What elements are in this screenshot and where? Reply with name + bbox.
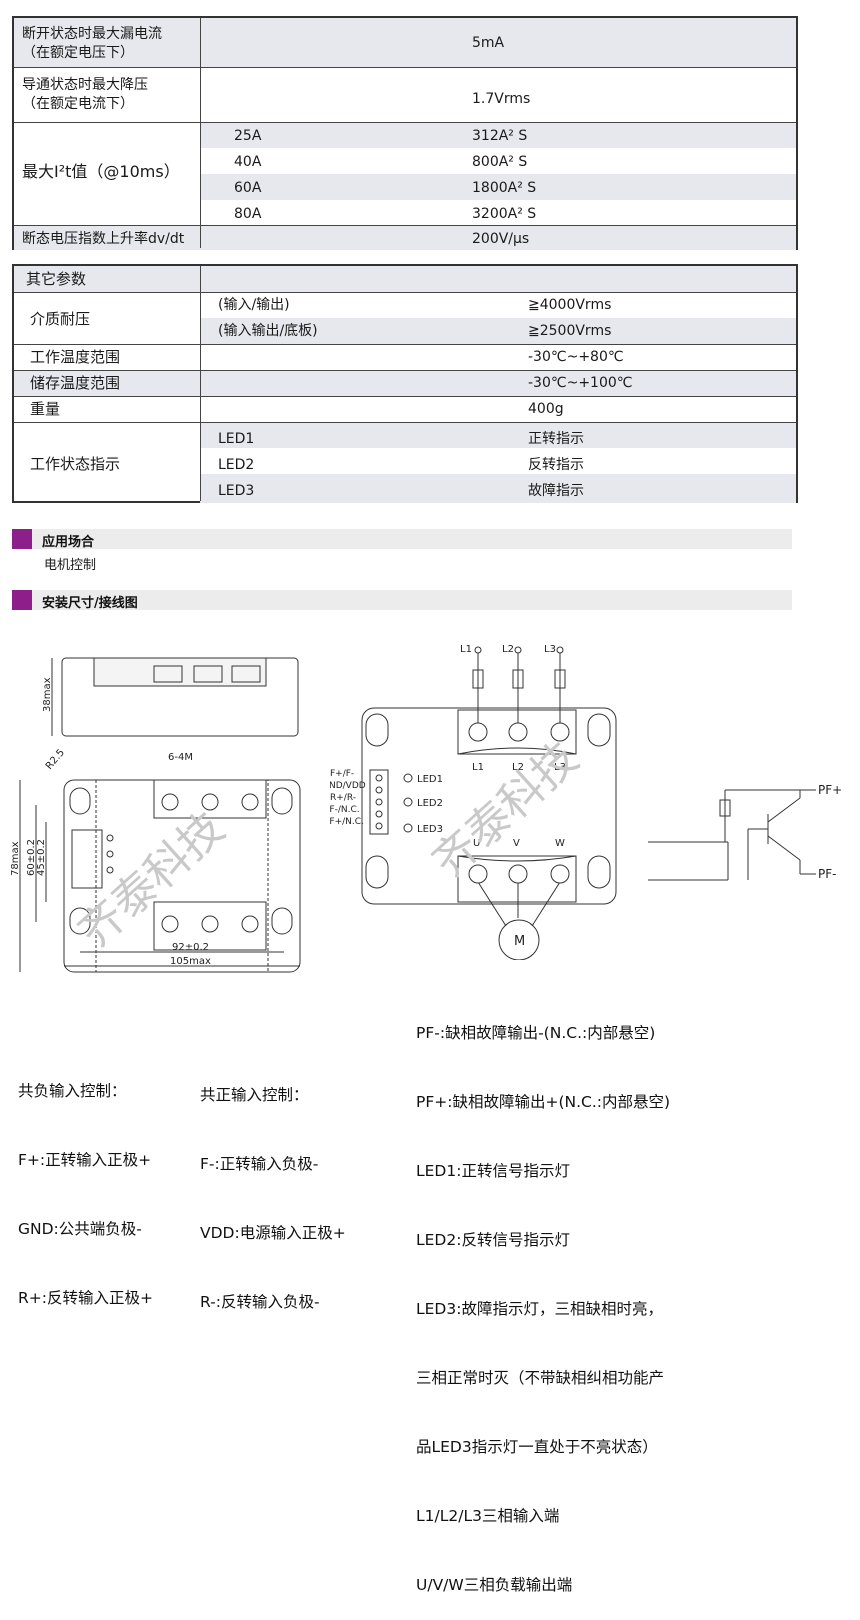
note-line: GND:公共端负极- <box>18 1220 142 1238</box>
term-label-2: GND/VDD <box>330 781 366 791</box>
i2t-value-60: 1800A² S <box>472 180 537 196</box>
term-label-4: PF-/N.C. <box>330 805 360 815</box>
i2t-value-25: 312A² S <box>472 128 528 144</box>
screw-icons <box>106 793 259 933</box>
dim-hole: 6-4M <box>168 752 193 763</box>
line-l2: L2 <box>502 644 514 655</box>
status-led-2: LED2 <box>218 457 255 473</box>
i2t-value-80: 3200A² S <box>472 206 537 222</box>
notes-common-positive: 共正输入控制： F-:正转输入负极- VDD:电源输入正极+ R-:反转输入负极… <box>200 1038 346 1337</box>
status-led-1: LED1 <box>218 431 255 447</box>
status-label: 工作状态指示 <box>30 455 121 473</box>
term-l3: L3 <box>554 762 566 773</box>
note-line: F-:正转输入负极- <box>200 1155 319 1173</box>
note-line: LED3:故障指示灯，三相缺相时亮， <box>416 1300 663 1318</box>
status-desc-3: 故障指示 <box>528 483 584 499</box>
weight-label: 重量 <box>30 400 61 418</box>
store-temp-value: -30℃~+100℃ <box>528 375 633 391</box>
term-label-3: R+/R- <box>330 793 356 803</box>
dvdt-label: 断态电压指数上升率dv/dt <box>22 231 185 247</box>
voltage-drop-label: 导通状态时最大降压 （在额定电流下） <box>22 77 148 112</box>
out-w: W <box>555 838 565 849</box>
term-label-1: F+/F- <box>330 769 354 779</box>
dim-height: 38max <box>42 677 53 712</box>
dim-h1: 78max <box>10 841 21 876</box>
leak-current-value: 5mA <box>472 35 505 51</box>
i2t-current-60: 60A <box>234 180 262 196</box>
out-v: V <box>513 838 520 849</box>
note-line: 三相正常时灭（不带缺相纠相功能产 <box>416 1369 665 1387</box>
section-marker <box>12 590 32 610</box>
other-params-header: 其它参数 <box>26 270 87 288</box>
spec-table-1: 断开状态时最大漏电流 （在额定电压下） 5mA 导通状态时最大降压 （在额定电流… <box>12 16 798 250</box>
wiring-diagram: L1 L2 L3 L1 L2 L3 U V W LED1 LED2 LED3 F… <box>330 644 842 960</box>
pf-plus-label: PF+ <box>818 783 842 797</box>
line-l3: L3 <box>544 644 556 655</box>
i2t-label: 最大I²t值（@10ms） <box>22 162 180 181</box>
i2t-current-40: 40A <box>234 154 262 170</box>
led1-label: LED1 <box>417 774 443 785</box>
status-led-3: LED3 <box>218 483 255 499</box>
notes-common-positive-title: 共正输入控制： <box>200 1086 309 1104</box>
i2t-value-40: 800A² S <box>472 154 528 170</box>
dielectric-value-2: ≧2500Vrms <box>528 323 612 339</box>
weight-value: 400g <box>528 401 564 417</box>
dielectric-value-1: ≧4000Vrms <box>528 297 612 313</box>
note-line: L1/L2/L3三相输入端 <box>416 1507 560 1525</box>
status-desc-1: 正转指示 <box>528 431 584 447</box>
note-line: PF+:缺相故障输出+(N.C.:内部悬空) <box>416 1093 671 1111</box>
notes-terminals: PF-:缺相故障输出-(N.C.:内部悬空) PF+:缺相故障输出+(N.C.:… <box>416 976 670 1620</box>
application-text: 电机控制 <box>44 558 97 573</box>
op-temp-label: 工作温度范围 <box>30 348 121 366</box>
dvdt-value: 200V/μs <box>472 231 530 247</box>
pf-minus-label: PF- <box>818 867 836 881</box>
op-temp-value: -30℃~+80℃ <box>528 349 624 365</box>
term-l1: L1 <box>472 762 484 773</box>
watermark: 齐泰科技 <box>423 733 588 889</box>
term-label-5: PF+/N.C. <box>330 817 364 827</box>
circuit-terminals <box>375 646 570 884</box>
led2-label: LED2 <box>417 798 443 809</box>
i2t-current-80: 80A <box>234 206 262 222</box>
status-desc-2: 反转指示 <box>528 457 584 473</box>
note-line: 品LED3指示灯一直处于不亮状态） <box>416 1438 658 1456</box>
line-l1: L1 <box>460 644 472 655</box>
note-line: LED2:反转信号指示灯 <box>416 1231 570 1249</box>
section-install: 安装尺寸/接线图 <box>12 590 792 611</box>
dim-h3: 45±0.2 <box>36 839 47 876</box>
out-u: U <box>473 838 480 849</box>
dim-w1: 92±0.2 <box>172 942 209 953</box>
dimension-drawing: 38max R2.5 6-4M 78max 60±0.2 45±0.2 92±0… <box>10 657 301 973</box>
i2t-current-25: 25A <box>234 128 262 144</box>
section-application-title: 应用场合 <box>42 535 95 550</box>
dim-h2: 60±0.2 <box>26 839 37 876</box>
dim-w2: 105max <box>170 956 211 967</box>
dielectric-label: 介质耐压 <box>30 310 91 328</box>
note-line: R+:反转输入正极+ <box>18 1289 153 1307</box>
watermark: 齐泰科技 <box>69 803 234 959</box>
section-install-title: 安装尺寸/接线图 <box>42 596 138 611</box>
voltage-drop-value: 1.7Vrms <box>472 91 531 107</box>
note-line: LED1:正转信号指示灯 <box>416 1162 570 1180</box>
dim-radius: R2.5 <box>44 747 67 772</box>
note-line: F+:正转输入正极+ <box>18 1151 152 1169</box>
note-line: R-:反转输入负极- <box>200 1293 320 1311</box>
section-marker <box>12 529 32 549</box>
spec-table-2: 其它参数 介质耐压 (输入/输出) ≧4000Vrms (输入输出/底板) ≧2… <box>12 264 798 503</box>
notes-common-negative-title: 共负输入控制： <box>18 1082 127 1100</box>
leak-current-label: 断开状态时最大漏电流 （在额定电压下） <box>22 26 162 61</box>
dielectric-cond-1: (输入/输出) <box>218 297 290 313</box>
note-line: U/V/W三相负载输出端 <box>416 1576 573 1594</box>
motor-label: M <box>514 934 525 949</box>
store-temp-label: 储存温度范围 <box>30 374 121 392</box>
term-l2: L2 <box>512 762 524 773</box>
dielectric-cond-2: (输入输出/底板) <box>218 323 318 339</box>
note-line: PF-:缺相故障输出-(N.C.:内部悬空) <box>416 1024 656 1042</box>
led3-label: LED3 <box>417 824 443 835</box>
note-line: VDD:电源输入正极+ <box>200 1224 346 1242</box>
section-application: 应用场合 <box>12 529 792 550</box>
notes-common-negative: 共负输入控制： F+:正转输入正极+ GND:公共端负极- R+:反转输入正极+ <box>18 1034 153 1333</box>
